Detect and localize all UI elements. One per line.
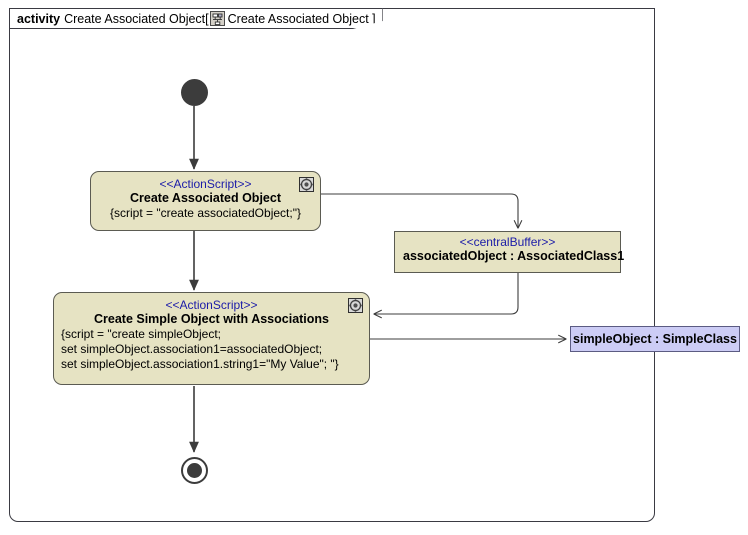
frame-diagram-name: Create Associated Object ] — [227, 11, 376, 26]
action-stereotype: <<ActionScript>> — [159, 177, 252, 191]
object-node-label: simpleObject : SimpleClass — [573, 332, 737, 346]
buffer-title: associatedObject : AssociatedClass1 — [403, 249, 625, 263]
gear-icon[interactable] — [299, 177, 314, 192]
frame-keyword: activity — [17, 11, 61, 26]
activity-diagram-icon — [209, 11, 225, 26]
object-node-simple-object[interactable]: simpleObject : SimpleClass — [570, 326, 740, 352]
buffer-stereotype: <<centralBuffer>> — [459, 235, 556, 249]
action-title: Create Simple Object with Associations — [93, 312, 330, 326]
activity-final-node-core — [187, 463, 202, 478]
action-body-line: set simpleObject.association1.string1="M… — [61, 357, 339, 371]
initial-node[interactable] — [181, 79, 208, 106]
gear-icon[interactable] — [348, 298, 363, 313]
action-body-line: {script = "create simpleObject; — [61, 327, 221, 341]
action-body-line: {script = "create associatedObject;"} — [110, 206, 301, 220]
action-node-create-associated-object[interactable]: <<ActionScript>> Create Associated Objec… — [90, 171, 321, 231]
frame-activity-name: Create Associated Object[ — [64, 11, 209, 26]
action-stereotype: <<ActionScript>> — [165, 298, 258, 312]
central-buffer-node[interactable]: <<centralBuffer>> associatedObject : Ass… — [394, 231, 625, 273]
activity-frame-header[interactable]: activity Create Associated Object[ Creat… — [9, 8, 383, 29]
action-title: Create Associated Object — [130, 191, 281, 205]
action-body-line: set simpleObject.association1=associated… — [61, 342, 323, 356]
action-node-create-simple-object[interactable]: <<ActionScript>> Create Simple Object wi… — [53, 292, 370, 385]
